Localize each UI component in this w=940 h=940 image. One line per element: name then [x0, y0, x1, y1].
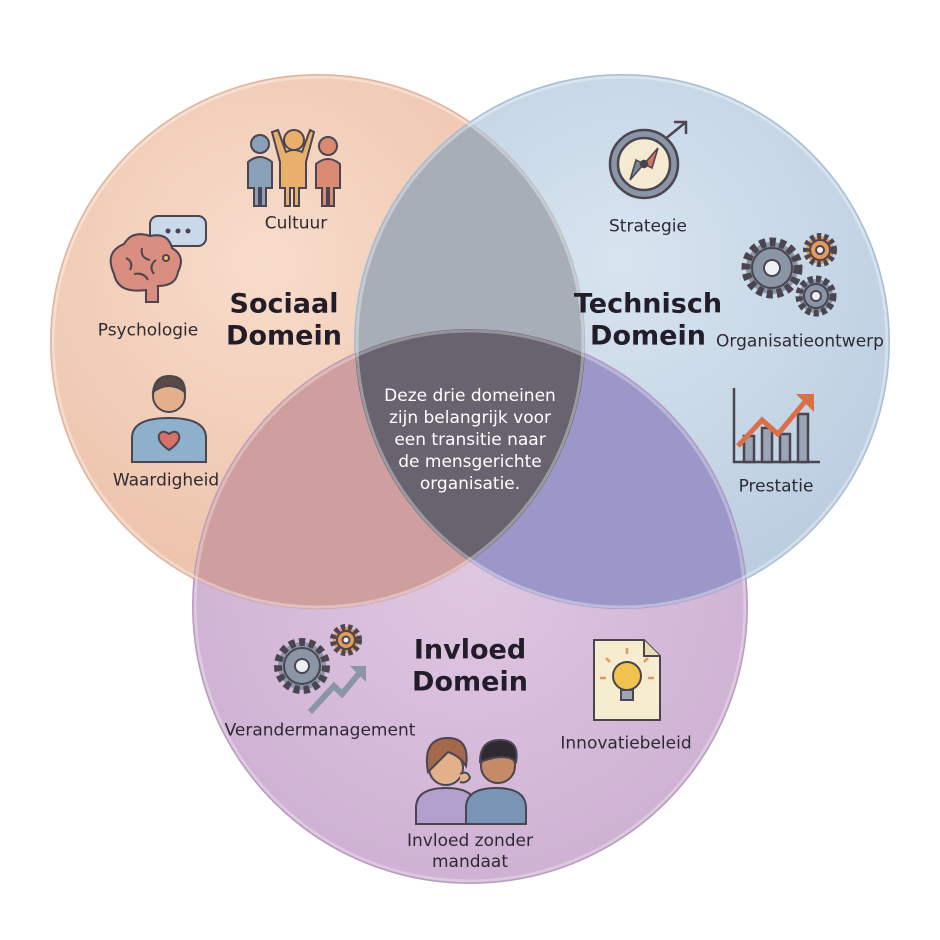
gears-icon: [741, 233, 837, 317]
compass-icon: [608, 120, 688, 200]
label-innovatiebeleid: Innovatiebeleid: [560, 733, 692, 754]
person-heart-icon: [131, 374, 207, 463]
influence-domain-title: Invloed Domein: [412, 634, 528, 698]
label-organisatieontwerp: Organisatieontwerp: [716, 331, 884, 352]
label-strategie: Strategie: [609, 216, 687, 237]
label-verandermanagement: Verandermanagement: [224, 720, 416, 741]
center-text: Deze drie domeinen zijn belangrijk voor …: [384, 385, 556, 495]
whispering-people-icon: [415, 736, 527, 825]
people-group-icon: [247, 128, 341, 207]
label-psychologie: Psychologie: [97, 320, 199, 341]
growth-chart-icon: [732, 388, 820, 464]
lightbulb-document-icon: [593, 639, 661, 721]
label-prestatie: Prestatie: [738, 476, 814, 497]
label-invloed-zonder-mandaat: Invloed zonder mandaat: [407, 830, 533, 872]
label-cultuur: Cultuur: [264, 213, 328, 234]
social-domain-title: Sociaal Domein: [226, 288, 342, 352]
brain-thought-icon: [109, 215, 207, 303]
label-waardigheid: Waardigheid: [112, 470, 220, 491]
gears-arrow-icon: [274, 624, 366, 715]
technical-domain-title: Technisch Domein: [573, 288, 723, 352]
